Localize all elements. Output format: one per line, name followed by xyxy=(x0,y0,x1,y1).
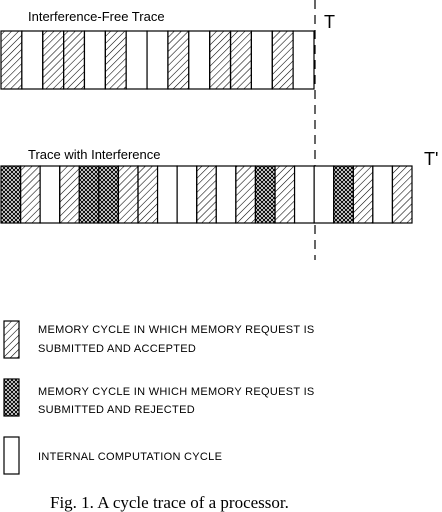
trace1-accepted-cycle xyxy=(209,30,232,90)
trace2-accepted-cycle xyxy=(274,165,296,224)
trace2-rejected-cycle xyxy=(98,165,120,224)
legend-rejected-line1: MEMORY CYCLE IN WHICH MEMORY REQUEST IS xyxy=(38,386,315,398)
legend-computation-swatch xyxy=(3,436,20,475)
trace2-computation-cycle xyxy=(156,165,178,224)
legend-rejected-swatch xyxy=(3,378,20,417)
trace1-accepted-cycle xyxy=(229,30,253,90)
trace2-accepted-cycle xyxy=(196,165,217,224)
trace1-accepted-cycle xyxy=(167,30,190,90)
trace2-bar xyxy=(0,165,413,224)
trace1-computation-cycle xyxy=(83,30,106,90)
figure-caption: Fig. 1. A cycle trace of a processor. xyxy=(50,493,289,512)
trace1-computation-cycle xyxy=(188,30,211,90)
trace2-computation-cycle xyxy=(176,165,198,224)
trace1-computation-cycle xyxy=(125,30,148,90)
legend-accepted-swatch xyxy=(3,320,20,359)
trace1-computation-cycle xyxy=(292,30,315,90)
trace1-computation-cycle xyxy=(21,30,44,90)
trace2-accepted-cycle xyxy=(137,165,159,224)
trace2-accepted-cycle xyxy=(19,165,41,224)
trace1-computation-cycle xyxy=(146,30,169,90)
trace2-computation-cycle xyxy=(372,165,394,224)
trace1-computation-cycle xyxy=(250,30,273,90)
trace1-title: Interference-Free Trace xyxy=(28,9,165,24)
trace2-end-label: T' xyxy=(424,149,438,169)
trace1-end-label: T xyxy=(324,12,335,32)
trace2-accepted-cycle xyxy=(391,165,413,224)
trace2-computation-cycle xyxy=(215,165,237,224)
trace2-accepted-cycle xyxy=(117,165,139,224)
trace2-rejected-cycle xyxy=(333,165,354,224)
trace2-accepted-cycle xyxy=(352,165,374,224)
trace2-accepted-cycle xyxy=(59,165,80,224)
trace2-computation-cycle xyxy=(39,165,61,224)
legend-accepted-line1: MEMORY CYCLE IN WHICH MEMORY REQUEST IS xyxy=(38,324,315,336)
legend-accepted-line2: SUBMITTED AND ACCEPTED xyxy=(38,343,196,355)
legend-computation-label: INTERNAL COMPUTATION CYCLE xyxy=(38,451,222,463)
trace2-accepted-cycle xyxy=(235,165,257,224)
legend: MEMORY CYCLE IN WHICH MEMORY REQUEST IS … xyxy=(3,320,315,475)
trace1-accepted-cycle xyxy=(271,30,294,90)
trace2-title: Trace with Interference xyxy=(28,147,160,162)
trace2-rejected-cycle xyxy=(78,165,100,224)
trace2-rejected-cycle xyxy=(254,165,276,224)
trace1-accepted-cycle xyxy=(104,30,127,90)
trace2-computation-cycle xyxy=(313,165,335,224)
trace1-bar xyxy=(0,30,315,90)
trace2-rejected-cycle xyxy=(0,165,22,224)
trace1-accepted-cycle xyxy=(62,30,86,90)
trace1-accepted-cycle xyxy=(0,30,23,90)
legend-rejected-line2: SUBMITTED AND REJECTED xyxy=(38,404,195,416)
trace2-computation-cycle xyxy=(293,165,315,224)
trace1-accepted-cycle xyxy=(42,30,65,90)
